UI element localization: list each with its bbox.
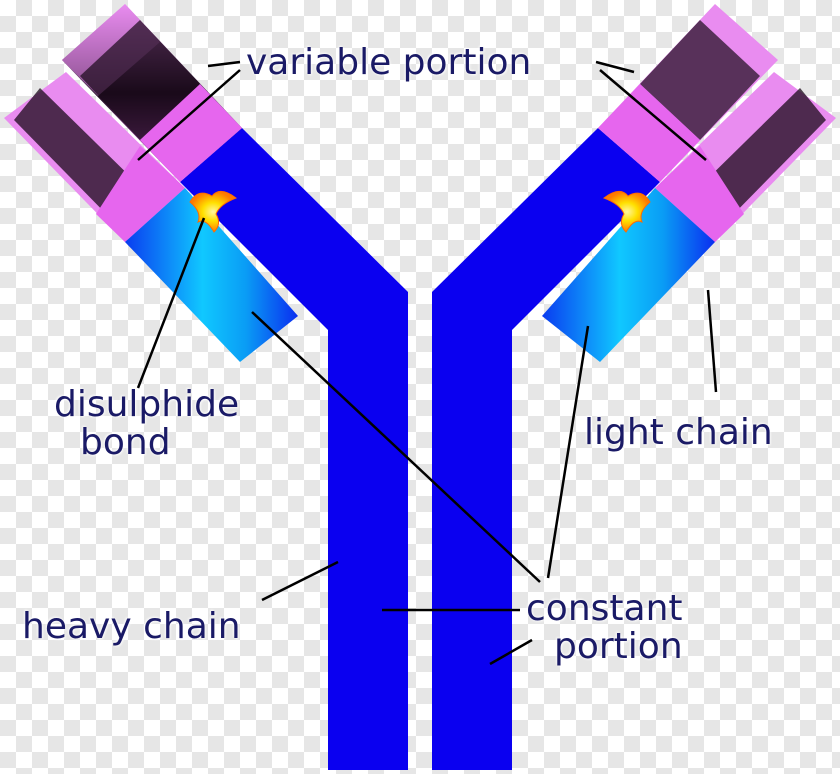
heavy-chain-right-arm [432,128,660,345]
heavy-chain-right-stem [432,300,512,770]
light-chain-left-variable-pink-band [96,146,185,242]
label-light-chain: light chain [584,414,773,452]
light-chain-right-variable-pink-band [655,146,744,242]
leader-variable-left [207,60,241,68]
disulphide-bond-left-icon [189,191,238,233]
heavy-chain-left-arm [180,128,408,345]
label-variable-portion-text: variable portion [246,42,532,83]
leader-disulphide [136,217,206,389]
disulphide-bond-right-icon [602,191,651,233]
leader-constant-right-light [546,325,590,579]
label-constant-line2: portion [554,625,683,667]
label-heavy-chain: heavy chain [22,608,241,646]
heavy-chain-right-variable [598,4,778,182]
leader-constant-right-stem [489,638,533,666]
label-disulphide-line2: bond [80,421,171,463]
leader-light-chain [706,289,718,393]
label-constant-portion: constant portion [526,590,683,666]
leader-variable-right [595,60,635,74]
leader-variable-left-2 [137,69,241,161]
label-constant-line1: constant [526,588,683,629]
label-disulphide-line1: disulphide [54,384,240,425]
label-light-chain-text: light chain [584,412,773,453]
leader-heavy-chain [261,560,339,602]
label-heavy-chain-text: heavy chain [22,606,241,647]
label-disulphide-bond: disulphide bond [54,386,239,462]
light-chain-left-constant [125,188,298,362]
heavy-chain-left-stem [328,300,408,770]
leader-constant-left-light [251,311,541,583]
leader-variable-right-2 [599,69,707,161]
label-variable-portion: variable portion [246,44,531,82]
leader-lines [136,60,718,666]
heavy-chain-left-variable-shade [62,4,242,182]
light-chain-right-constant [542,188,715,362]
